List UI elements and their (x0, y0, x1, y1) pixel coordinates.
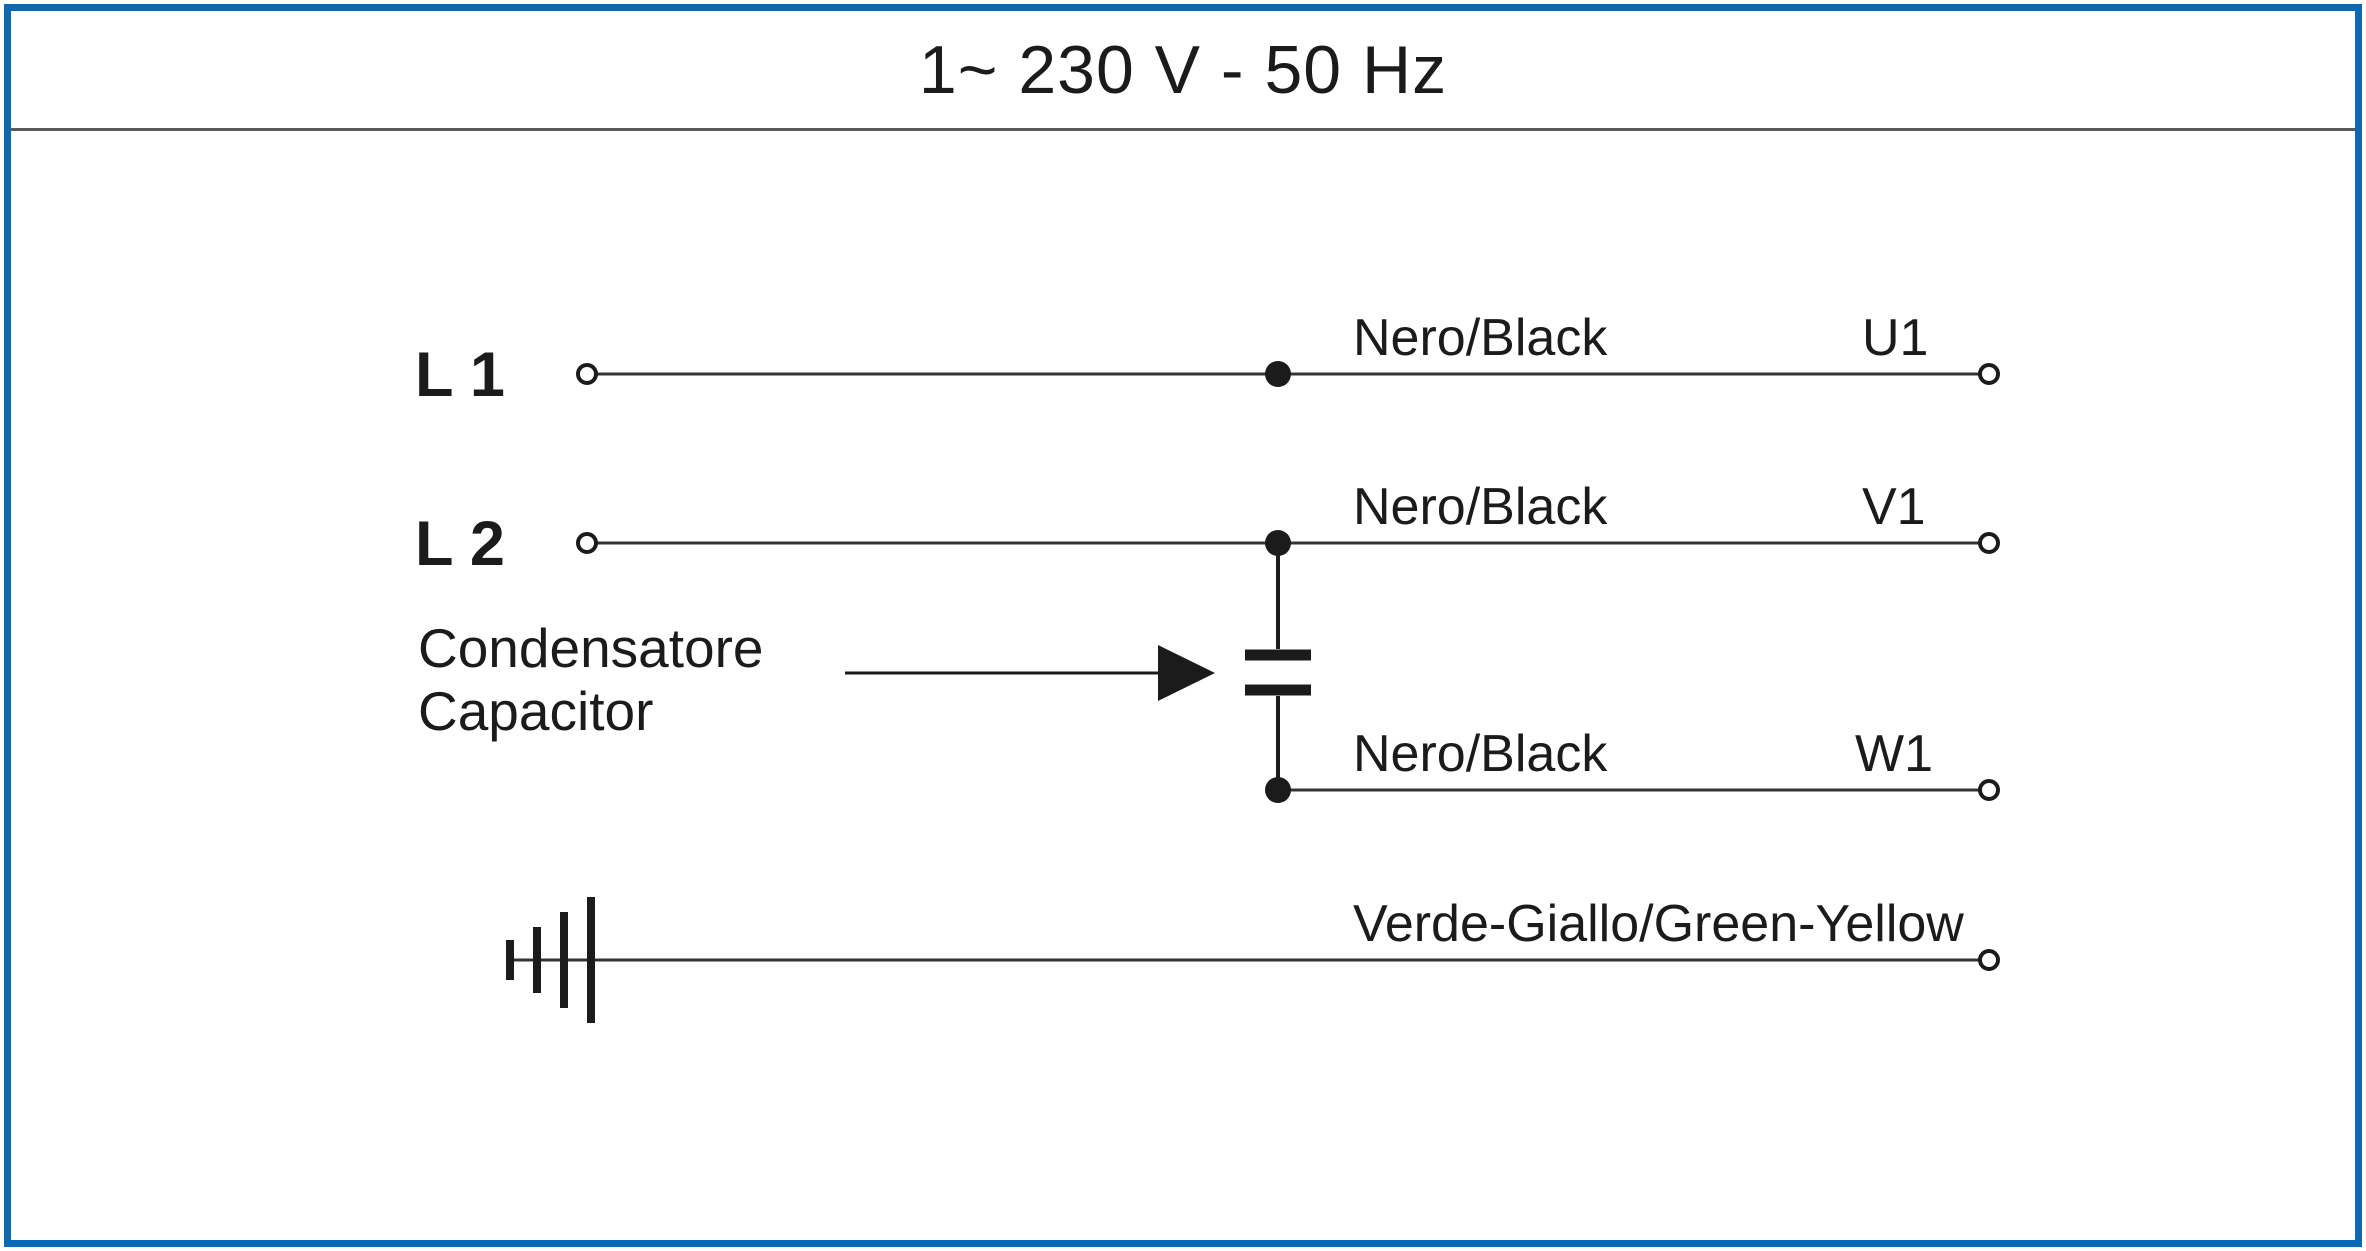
capacitor-branch (1245, 543, 1311, 790)
terminal-label-w1: W1 (1855, 725, 1933, 783)
terminal-label-u1: U1 (1862, 309, 1928, 367)
terminal-v1[interactable] (1978, 532, 2000, 554)
capacitor-arrow-head-icon (1158, 645, 1215, 701)
wire-row-v1: L 2 Nero/Black V1 (415, 478, 2000, 579)
title-separator-rule (11, 128, 2355, 131)
wire-color-label-w1: Nero/Black (1353, 725, 1608, 783)
terminal-earth[interactable] (1978, 949, 2000, 971)
outer-frame (4, 4, 2362, 1247)
phase-label-l1: L 1 (415, 340, 505, 410)
wire-row-earth: Verde-Giallo/Green-Yellow (506, 895, 2000, 1023)
capacitor-annotation: Condensatore Capacitor (418, 617, 1215, 742)
terminal-l2[interactable] (576, 532, 598, 554)
wire-row-w1: Nero/Black W1 (1265, 725, 2000, 803)
terminal-w1[interactable] (1978, 779, 2000, 801)
capacitor-label-it: Condensatore (418, 617, 764, 679)
wire-row-u1: L 1 Nero/Black U1 (415, 309, 2000, 410)
title-band: 1~ 230 V - 50 Hz (11, 11, 2355, 128)
terminal-label-v1: V1 (1862, 478, 1926, 536)
terminal-u1[interactable] (1978, 363, 2000, 385)
wire-color-label-v1: Nero/Black (1353, 478, 1608, 536)
capacitor-label-en: Capacitor (418, 680, 653, 742)
phase-label-l2: L 2 (415, 509, 505, 579)
junction-dot-w1 (1265, 777, 1291, 803)
page-title: 1~ 230 V - 50 Hz (918, 31, 1448, 108)
junction-dot-u1 (1265, 361, 1291, 387)
wire-color-label-u1: Nero/Black (1353, 309, 1608, 367)
terminal-l1[interactable] (576, 363, 598, 385)
wire-color-label-earth: Verde-Giallo/Green-Yellow (1353, 895, 1964, 953)
